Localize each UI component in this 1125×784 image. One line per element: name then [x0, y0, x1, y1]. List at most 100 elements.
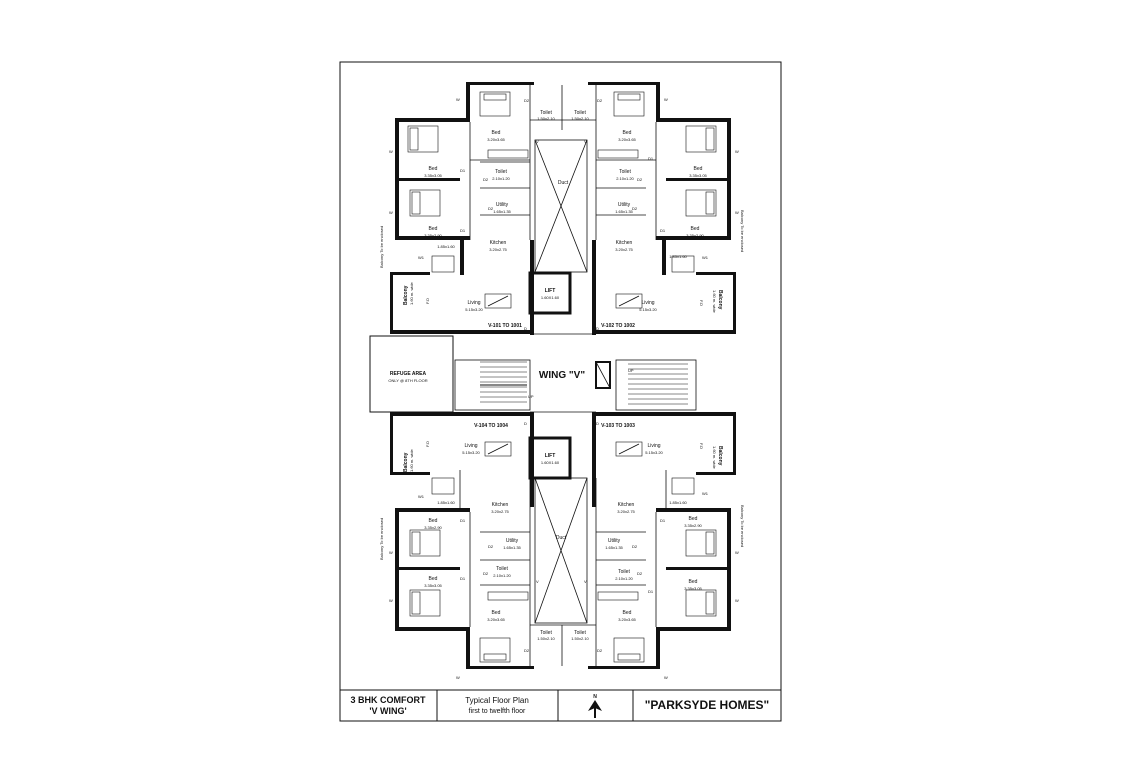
svg-text:V: V — [536, 579, 539, 584]
svg-text:Bed: Bed — [429, 226, 438, 232]
svg-text:D2: D2 — [637, 571, 643, 576]
svg-text:3.20x3.65: 3.20x3.65 — [487, 617, 505, 622]
svg-text:1.85x1.60: 1.85x1.60 — [437, 500, 455, 505]
svg-text:D1: D1 — [660, 228, 666, 233]
svg-text:D1: D1 — [648, 156, 654, 161]
svg-text:1.60 m. wide: 1.60 m. wide — [712, 290, 717, 313]
svg-text:Toilet: Toilet — [496, 566, 508, 572]
svg-text:Balcony To be enclosed: Balcony To be enclosed — [379, 226, 384, 268]
plan-subtitle: first to twelfth floor — [469, 708, 526, 715]
svg-text:1.85x1.60: 1.85x1.60 — [669, 500, 687, 505]
svg-text:D2: D2 — [597, 98, 603, 103]
svg-text:ONLY @ 8TH FLOOR: ONLY @ 8TH FLOOR — [388, 378, 427, 383]
svg-text:2.10x1.20: 2.10x1.20 — [492, 176, 510, 181]
svg-text:3.35x2.90: 3.35x2.90 — [424, 233, 442, 238]
svg-text:5.15x3.20: 5.15x3.20 — [639, 307, 657, 312]
svg-text:V: V — [584, 139, 587, 144]
svg-text:D1: D1 — [660, 518, 666, 523]
svg-text:D2: D2 — [524, 98, 530, 103]
svg-text:W: W — [735, 210, 739, 215]
svg-text:5.15x3.20: 5.15x3.20 — [465, 307, 483, 312]
svg-text:3.20x2.75: 3.20x2.75 — [489, 247, 507, 252]
svg-text:W: W — [389, 550, 393, 555]
lift-label-bottom: LIFT — [545, 453, 556, 459]
stair-up-label-right: UP — [628, 368, 634, 373]
flat-nw: Bed 3.20x3.65 Toilet 1.50x2.10 Bed 3.35x… — [379, 110, 556, 329]
svg-text:1.65x1.35: 1.65x1.35 — [503, 545, 521, 550]
svg-text:Balcony To be enclosed: Balcony To be enclosed — [740, 505, 745, 547]
svg-text:Bed: Bed — [689, 579, 698, 585]
svg-text:3.20x3.65: 3.20x3.65 — [487, 137, 505, 142]
svg-text:F.D: F.D — [699, 300, 704, 306]
svg-text:Utility: Utility — [496, 202, 509, 208]
wing-label: WING "V" — [539, 370, 585, 381]
svg-text:D2: D2 — [524, 648, 530, 653]
svg-text:Balcony: Balcony — [717, 290, 723, 310]
sheet-border — [339, 61, 782, 722]
svg-text:Balcony: Balcony — [403, 452, 409, 472]
svg-text:W1: W1 — [418, 255, 425, 260]
svg-text:W: W — [735, 149, 739, 154]
building-core: Duct Duct LIFT 1.60X1.60 LIFT 1.60X1.60 … — [454, 139, 697, 624]
svg-text:5.15x3.20: 5.15x3.20 — [462, 450, 480, 455]
svg-text:3.35x2.90: 3.35x2.90 — [424, 525, 442, 530]
svg-text:Bed: Bed — [492, 130, 501, 136]
svg-text:V: V — [536, 139, 539, 144]
svg-text:3.35x2.90: 3.35x2.90 — [686, 233, 704, 238]
svg-text:2.10x1.20: 2.10x1.20 — [493, 573, 511, 578]
svg-text:Bed: Bed — [429, 166, 438, 172]
svg-text:Balcony: Balcony — [717, 446, 723, 466]
svg-text:W: W — [456, 675, 460, 680]
svg-text:Balcony: Balcony — [403, 285, 409, 305]
svg-text:W: W — [664, 97, 668, 102]
svg-text:Bed: Bed — [492, 610, 501, 616]
duct-label-bottom: Duct — [556, 535, 567, 541]
svg-text:Bed: Bed — [623, 610, 632, 616]
lift-size-top: 1.60X1.60 — [541, 295, 560, 300]
svg-text:D1: D1 — [460, 168, 466, 173]
svg-text:Kitchen: Kitchen — [492, 502, 509, 508]
svg-text:F.D: F.D — [425, 441, 430, 447]
svg-text:Utility: Utility — [506, 538, 519, 544]
svg-text:D2: D2 — [483, 177, 489, 182]
svg-text:D1: D1 — [460, 576, 466, 581]
svg-text:W: W — [389, 149, 393, 154]
svg-text:Toilet: Toilet — [574, 630, 586, 636]
svg-text:Bed: Bed — [689, 516, 698, 522]
lift-size-bottom: 1.60X1.60 — [541, 460, 560, 465]
svg-text:1.60 m. wide: 1.60 m. wide — [409, 282, 414, 305]
svg-text:Bed: Bed — [623, 130, 632, 136]
svg-text:Utility: Utility — [608, 538, 621, 544]
svg-text:3.35x3.05: 3.35x3.05 — [424, 583, 442, 588]
svg-text:D2: D2 — [488, 206, 494, 211]
refuge-area: REFUGE AREA ONLY @ 8TH FLOOR — [369, 335, 454, 413]
svg-text:3.35x3.05: 3.35x3.05 — [684, 586, 702, 591]
svg-text:D2: D2 — [597, 648, 603, 653]
svg-text:W1: W1 — [418, 494, 425, 499]
title-block: 3 BHK COMFORT 'V WING' Typical Floor Pla… — [340, 689, 781, 721]
svg-text:Kitchen: Kitchen — [618, 502, 635, 508]
svg-text:1.50x2.10: 1.50x2.10 — [571, 636, 589, 641]
flat-sw: V-104 TO 1004 Living 5.15x3.20 Balcony 1… — [379, 423, 556, 641]
duct-label-top: Duct — [558, 180, 569, 186]
lift-label-top: LIFT — [545, 288, 556, 294]
flat-label-ne: V-102 TO 1002 — [601, 323, 635, 329]
svg-text:D2: D2 — [488, 544, 494, 549]
svg-text:W: W — [735, 598, 739, 603]
svg-text:1.50x2.10: 1.50x2.10 — [571, 116, 589, 121]
svg-text:D: D — [596, 421, 599, 426]
svg-text:1.50x2.10: 1.50x2.10 — [537, 116, 555, 121]
svg-text:Balcony To be enclosed: Balcony To be enclosed — [740, 210, 745, 252]
svg-text:1.65x1.35: 1.65x1.35 — [493, 209, 511, 214]
svg-text:Toilet: Toilet — [618, 569, 630, 575]
svg-text:2.10x1.20: 2.10x1.20 — [616, 176, 634, 181]
svg-text:W: W — [664, 675, 668, 680]
svg-text:Bed: Bed — [694, 166, 703, 172]
svg-text:D1: D1 — [460, 228, 466, 233]
svg-text:3.35x3.05: 3.35x3.05 — [424, 173, 442, 178]
svg-text:W: W — [735, 550, 739, 555]
svg-text:2.10x1.20: 2.10x1.20 — [615, 576, 633, 581]
svg-text:3.20x2.75: 3.20x2.75 — [617, 509, 635, 514]
svg-text:Balcony To be enclosed: Balcony To be enclosed — [379, 518, 384, 560]
